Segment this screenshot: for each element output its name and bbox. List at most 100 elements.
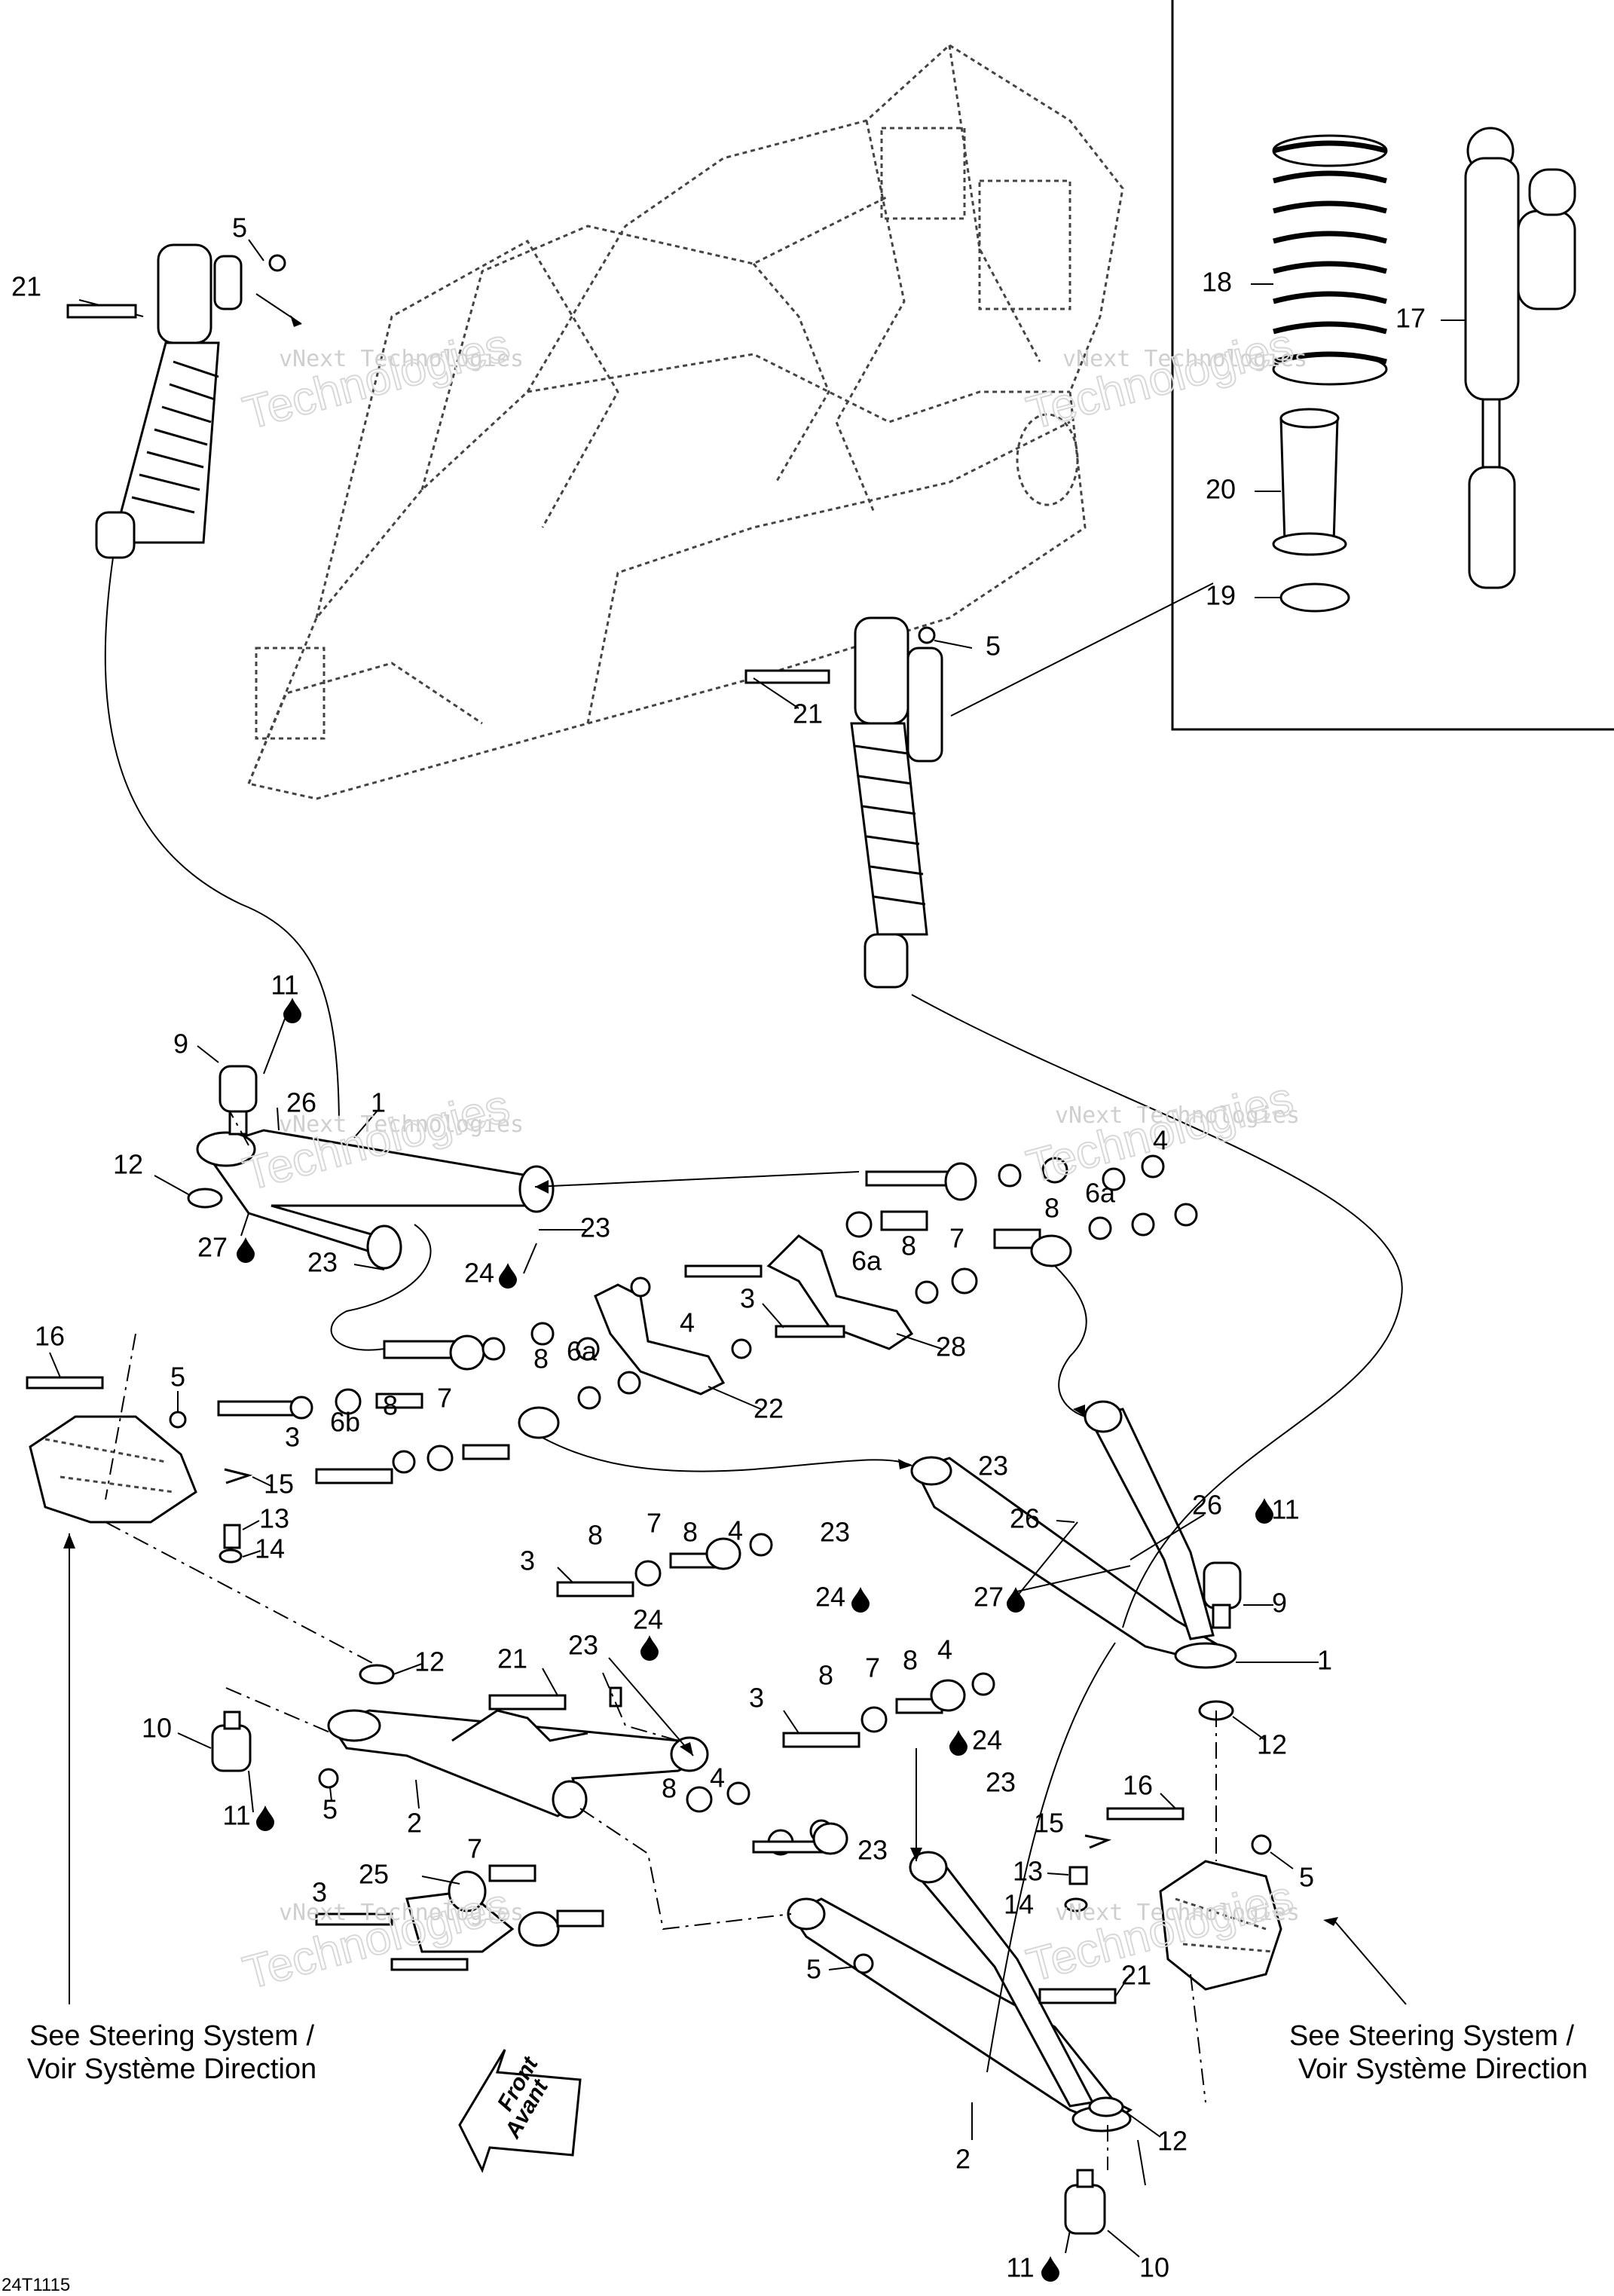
right-shock-absorber: [850, 616, 943, 989]
callout-c4e: 4: [710, 1763, 725, 1793]
ball-joint-lower-left: [211, 1711, 252, 1772]
callout-c14b: 14: [1004, 1889, 1034, 1920]
lubricant-drop-layer: [237, 998, 1273, 2282]
callout-c15b: 15: [1034, 1808, 1064, 1839]
callout-c11a: 11: [271, 970, 298, 1001]
watermark-text: vNext Technologies: [279, 1900, 524, 1926]
callout-c4d: 4: [937, 1634, 952, 1665]
lubricant-drop-icon: [499, 1263, 517, 1289]
callout-c13a: 13: [259, 1503, 289, 1534]
watermark-outline: Technologies: [1022, 319, 1298, 439]
left-shock-absorber: [95, 243, 243, 559]
leader-right-shock-to-arm: [911, 994, 1403, 1628]
callout-c10b: 10: [1139, 2252, 1169, 2283]
callout-c8c: 8: [533, 1344, 549, 1374]
callout-c1b: 1: [1317, 1645, 1332, 1676]
note-left-line1: See Steering System /: [29, 2020, 315, 2052]
callout-c3e: 3: [312, 1877, 327, 1908]
vehicle-frame: [246, 44, 1124, 800]
lubricant-drop-icon: [237, 1237, 255, 1263]
lubricant-drop-icon: [949, 1730, 967, 1756]
ball-joint-upper-right: [1203, 1561, 1242, 1629]
callout-c5f: 5: [806, 1954, 821, 1985]
callout-c7e: 7: [467, 1833, 482, 1864]
watermark-text: vNext Technologies: [279, 1111, 524, 1138]
callout-c9a: 9: [173, 1029, 188, 1059]
callout-c23f: 23: [986, 1767, 1016, 1798]
callout-c26c: 26: [1010, 1503, 1040, 1534]
callout-c20: 20: [1206, 474, 1236, 505]
front-direction-arrow: Front Avant: [458, 2049, 582, 2173]
callout-c7b: 7: [437, 1383, 452, 1414]
shock-unit: [1464, 127, 1576, 589]
callout-c5c: 5: [170, 1362, 185, 1393]
callout-c12a: 12: [113, 1149, 143, 1180]
callout-c12b: 12: [414, 1646, 445, 1677]
callout-c4c: 4: [728, 1515, 743, 1546]
lubricant-drop-icon: [1041, 2256, 1059, 2282]
callout-c5a: 5: [232, 212, 247, 243]
callout-c22: 22: [754, 1393, 784, 1424]
callout-c5e: 5: [1299, 1862, 1314, 1893]
callout-c14a: 14: [255, 1533, 285, 1564]
callout-c11d: 11: [1006, 2252, 1034, 2283]
callout-c4a: 4: [1153, 1125, 1168, 1156]
watermark-outline: Technologies: [238, 1879, 515, 1999]
callout-c2a: 2: [407, 1808, 422, 1839]
callout-c1a: 1: [371, 1087, 386, 1118]
ball-joint-upper-left: [219, 1065, 258, 1136]
callout-c8d: 8: [383, 1390, 398, 1421]
callout-c7d: 7: [865, 1652, 880, 1683]
callout-c7c: 7: [647, 1508, 662, 1539]
lubricant-drop-icon: [283, 998, 301, 1023]
callout-c10a: 10: [142, 1713, 172, 1744]
callout-c8i: 8: [662, 1773, 677, 1804]
callout-c16a: 16: [35, 1321, 65, 1352]
callout-c6ac: 6a: [567, 1336, 598, 1367]
spring-sleeve: [1272, 408, 1347, 556]
callout-c3a: 3: [740, 1283, 755, 1314]
callout-c23a: 23: [580, 1212, 610, 1243]
callout-c16b: 16: [1123, 1770, 1153, 1801]
callout-c8h: 8: [818, 1660, 833, 1691]
upper-bushing-kit: [845, 1154, 1198, 1267]
callout-c21d: 21: [1121, 1960, 1151, 1991]
callout-c27a: 27: [197, 1232, 228, 1263]
lubricant-drop-icon: [1255, 1498, 1273, 1524]
note-right-line1: See Steering System /: [1289, 2020, 1575, 2052]
callout-c25: 25: [359, 1859, 389, 1890]
callout-c18: 18: [1202, 267, 1232, 298]
callout-c5d: 5: [322, 1794, 338, 1825]
callout-c23d: 23: [820, 1517, 850, 1548]
lower-a-arm-left: [327, 1709, 709, 1819]
watermark-outline: Technologies: [238, 319, 515, 439]
callout-c9b: 9: [1272, 1588, 1287, 1619]
callout-c11c: 11: [222, 1800, 250, 1831]
callout-c24c: 24: [633, 1604, 663, 1635]
callout-c21b: 21: [793, 699, 823, 729]
callout-c3b: 3: [285, 1422, 300, 1453]
callout-c15a: 15: [264, 1469, 294, 1500]
detail-inset-border: [1171, 0, 1614, 731]
callout-c27b: 27: [974, 1582, 1004, 1613]
lubricant-drop-icon: [256, 1805, 274, 1831]
bracket-22: [594, 1283, 726, 1396]
callout-c7a: 7: [949, 1223, 964, 1254]
lower-a-arm-right: [787, 1851, 1133, 2132]
note-left-line2: Voir Système Direction: [27, 2053, 316, 2085]
callout-c3d: 3: [749, 1683, 764, 1714]
callout-c8g: 8: [903, 1645, 918, 1676]
callout-c5b: 5: [986, 631, 1001, 662]
callout-c23c: 23: [978, 1451, 1008, 1481]
callout-c21a: 21: [11, 271, 41, 302]
upper-a-arm-right: [910, 1400, 1237, 1669]
callout-c6aa: 6a: [1085, 1178, 1116, 1209]
callout-c6b: 6b: [330, 1407, 360, 1438]
callout-c8b: 8: [901, 1231, 916, 1261]
lubricant-drop-icon: [851, 1587, 870, 1613]
callout-c8e: 8: [683, 1517, 698, 1548]
callout-c24d: 24: [972, 1725, 1002, 1756]
callout-c23b: 23: [307, 1247, 338, 1278]
